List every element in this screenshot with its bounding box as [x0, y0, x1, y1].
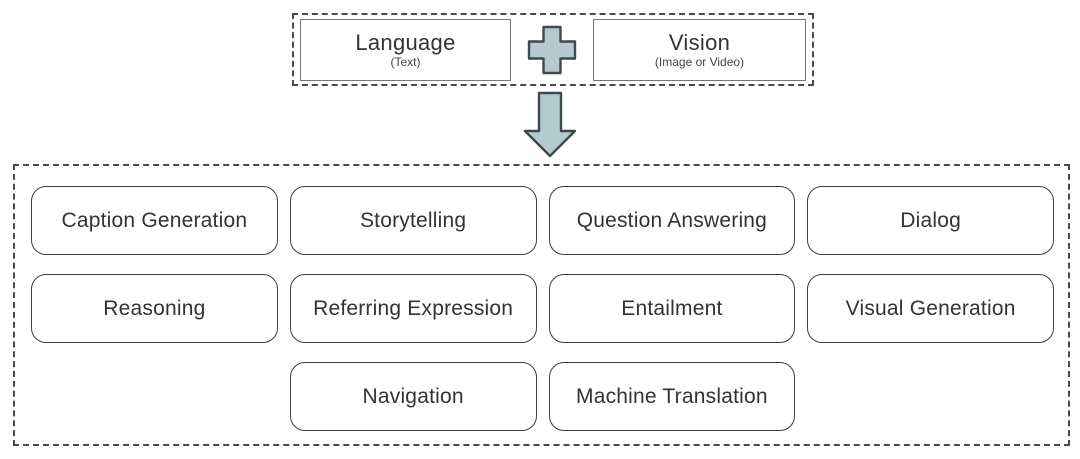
task-box-storytelling: Storytelling — [289, 186, 537, 255]
vision-subtitle: (Image or Video) — [654, 54, 745, 69]
inputs-panel: Language (Text) Vision (Image or Video) — [292, 13, 814, 86]
tasks-panel: Caption Generation Storytelling Question… — [13, 164, 1070, 446]
task-box-caption-generation: Caption Generation — [31, 186, 278, 255]
language-title: Language — [355, 29, 456, 55]
task-box-question-answering: Question Answering — [548, 186, 796, 255]
task-box-dialog: Dialog — [807, 186, 1054, 255]
task-box-entailment: Entailment — [548, 274, 796, 343]
vision-box: Vision (Image or Video) — [593, 18, 806, 81]
language-box: Language (Text) — [300, 18, 511, 81]
task-box-navigation: Navigation — [289, 362, 537, 431]
task-box-referring-expression: Referring Expression — [289, 274, 537, 343]
down-arrow-icon — [523, 91, 577, 159]
plus-icon — [526, 23, 578, 77]
task-box-reasoning: Reasoning — [31, 274, 278, 343]
task-box-visual-generation: Visual Generation — [807, 274, 1054, 343]
task-box-machine-translation: Machine Translation — [548, 362, 796, 431]
vision-title: Vision — [668, 29, 731, 55]
language-subtitle: (Text) — [390, 54, 421, 69]
